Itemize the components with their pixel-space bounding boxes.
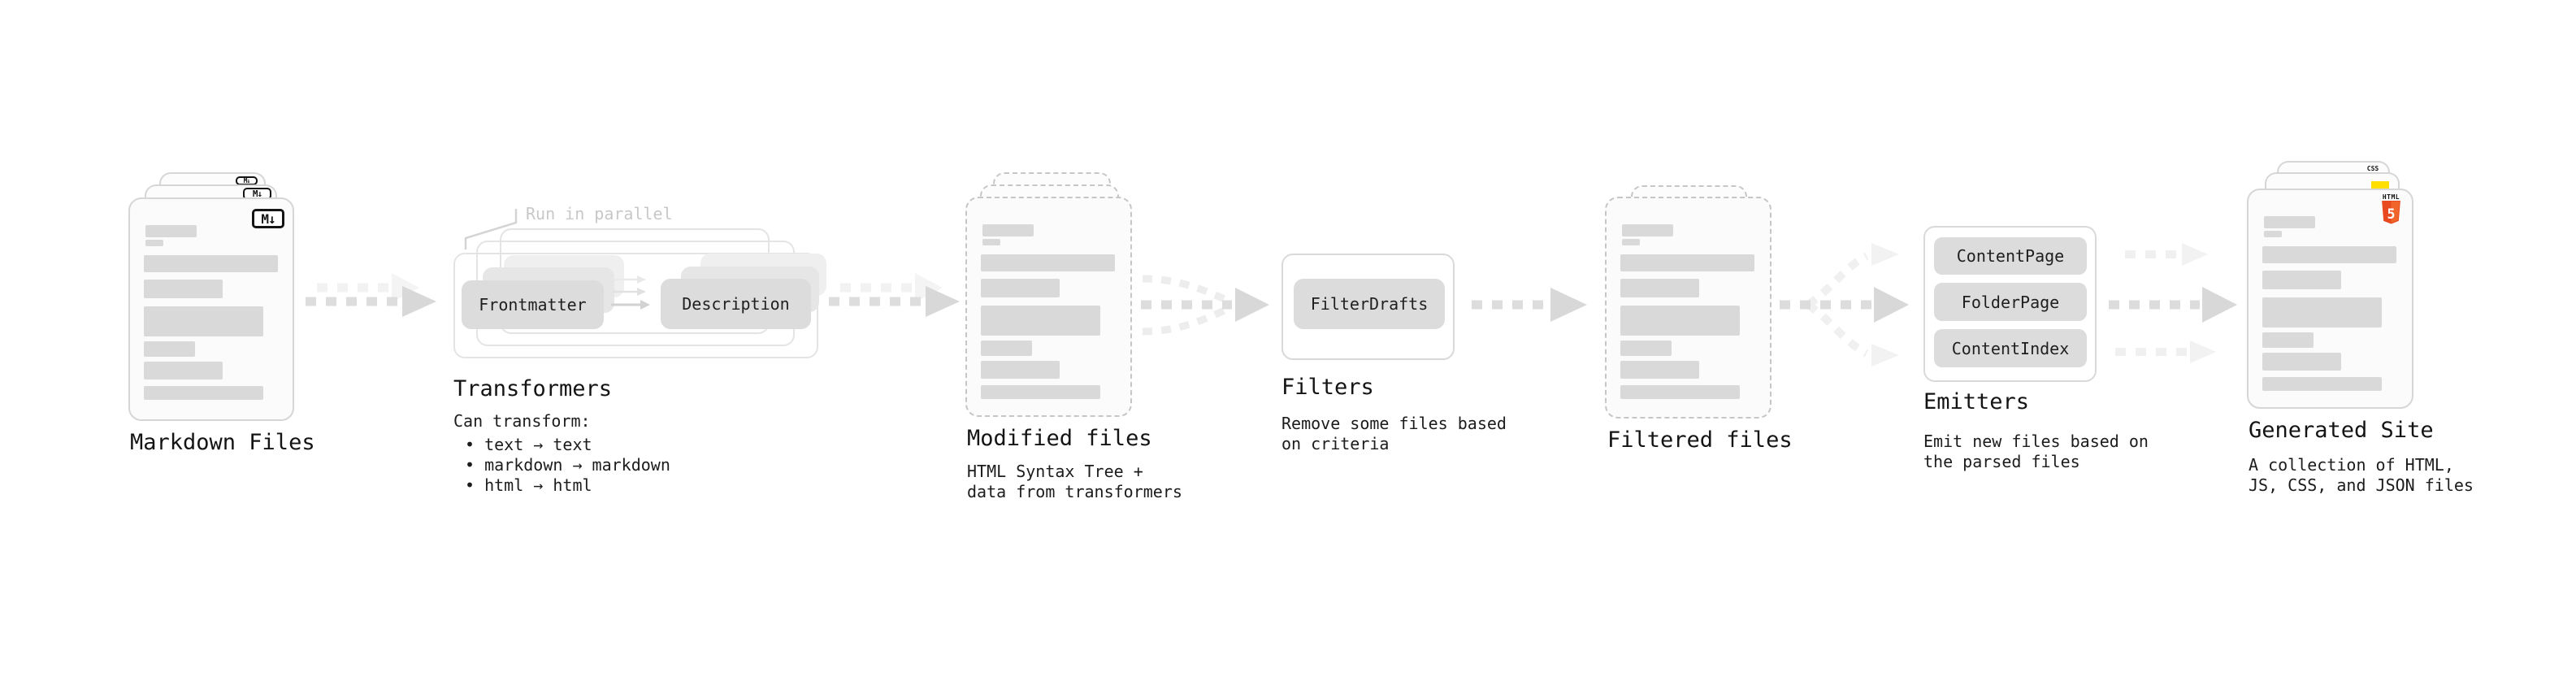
placeholder-bar <box>1620 340 1672 356</box>
placeholder-bar <box>145 240 163 246</box>
node-label-modified-files: Modified files <box>967 426 1152 451</box>
placeholder-bar <box>981 385 1100 399</box>
node-label-markdown-files: Markdown Files <box>130 430 315 455</box>
arrow-filtered-to-emitters <box>1780 243 1909 367</box>
placeholder-bar <box>144 255 278 272</box>
placeholder-bar <box>2262 332 2314 348</box>
parallel-arrows-icon <box>611 275 650 310</box>
placeholder-bar <box>1620 279 1699 297</box>
placeholder-bar <box>2264 216 2315 228</box>
placeholder-bar <box>2264 231 2282 237</box>
node-label-filtered-files: Filtered files <box>1607 427 1793 453</box>
file-card-site: HTML 5 <box>2247 189 2413 409</box>
pill-frontmatter: Frontmatter <box>462 280 604 329</box>
placeholder-bar <box>145 225 197 237</box>
arrow-markdown-to-transformers <box>306 273 436 317</box>
placeholder-bar <box>981 254 1115 271</box>
arrow-emitters-to-site <box>2109 243 2237 363</box>
node-label-emitters: Emitters <box>1923 389 2030 414</box>
placeholder-bar <box>2262 246 2396 263</box>
html5-shield: 5 <box>2382 201 2400 224</box>
placeholder-bar <box>1620 254 1754 271</box>
pill-contentpage: ContentPage <box>1934 237 2087 275</box>
pill-folderpage: FolderPage <box>1934 283 2087 321</box>
node-label-generated-site: Generated Site <box>2249 418 2434 443</box>
transformers-bullet: • html → html <box>465 475 592 495</box>
file-card-filtered <box>1605 197 1772 419</box>
placeholder-bar <box>982 224 1034 236</box>
placeholder-bar <box>2262 353 2341 371</box>
js-icon <box>2371 181 2389 190</box>
transformers-bullet: • text → text <box>465 435 592 454</box>
arrow-filters-to-filtered <box>1472 288 1587 322</box>
placeholder-bar <box>981 306 1100 336</box>
transformers-heading: Can transform: <box>453 411 591 431</box>
file-card-modified <box>965 197 1132 417</box>
run-in-parallel-annotation: Run in parallel <box>526 204 673 223</box>
pill-filterdrafts: FilterDrafts <box>1294 279 1445 329</box>
css-icon-text: CSS <box>2366 165 2379 172</box>
annotation-callout-line <box>464 209 518 249</box>
placeholder-bar <box>2262 297 2382 327</box>
pill-description: Description <box>661 279 811 329</box>
placeholder-bar <box>981 361 1060 379</box>
pill-contentindex: ContentIndex <box>1934 329 2087 367</box>
placeholder-bar <box>144 306 263 336</box>
arrow-transformers-to-modified <box>829 273 960 317</box>
placeholder-bar <box>1622 239 1640 245</box>
placeholder-bar <box>1620 306 1740 336</box>
file-card-markdown: M↓ <box>128 197 294 421</box>
placeholder-bar <box>1620 385 1740 399</box>
emitters-description: Emit new files based on the parsed files <box>1923 432 2149 471</box>
placeholder-bar <box>2262 271 2341 289</box>
placeholder-bar <box>981 279 1060 297</box>
modified-files-description: HTML Syntax Tree + data from transformer… <box>967 462 1182 501</box>
placeholder-bar <box>1622 224 1673 236</box>
html5-icon: HTML 5 <box>2381 193 2401 224</box>
placeholder-bar <box>144 341 195 357</box>
generated-site-description: A collection of HTML, JS, CSS, and JSON … <box>2249 455 2474 495</box>
placeholder-bar <box>144 280 223 298</box>
placeholder-bar <box>982 239 1000 245</box>
markdown-icon: M↓ <box>252 209 284 228</box>
placeholder-bar <box>2262 377 2382 391</box>
arrow-modified-to-filters <box>1141 275 1269 336</box>
placeholder-bar <box>144 362 223 380</box>
placeholder-bar <box>981 340 1032 356</box>
filters-description: Remove some files based on criteria <box>1281 414 1507 453</box>
html5-icon-text: HTML <box>2382 193 2400 201</box>
node-label-filters: Filters <box>1281 375 1374 400</box>
placeholder-bar <box>1620 361 1699 379</box>
placeholder-bar <box>144 386 263 400</box>
svg-text:5: 5 <box>2387 206 2396 222</box>
transformers-bullet: • markdown → markdown <box>465 455 670 475</box>
node-label-transformers: Transformers <box>453 376 613 401</box>
